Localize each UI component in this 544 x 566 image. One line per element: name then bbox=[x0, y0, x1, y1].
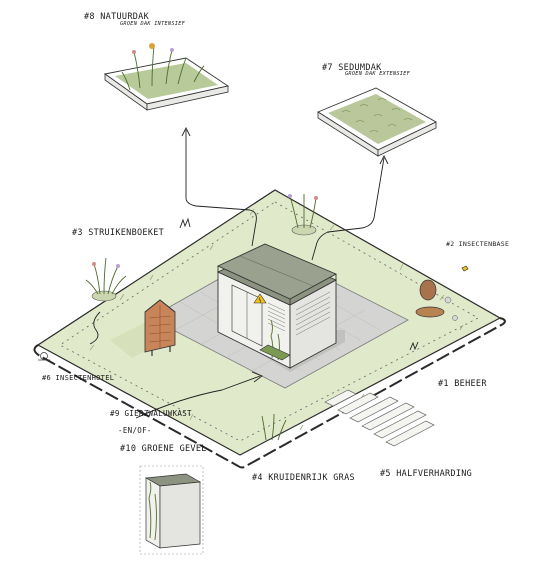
planter-box bbox=[259, 344, 291, 361]
callout-arrows bbox=[89, 126, 389, 419]
label-beheer: #1 BEHEER bbox=[438, 379, 487, 389]
herb-grass-plants bbox=[261, 413, 287, 441]
snail-icon bbox=[38, 352, 50, 361]
label-natuurdak-title: #8 NATUURDAK bbox=[84, 12, 150, 22]
grass-tuft-icon bbox=[179, 217, 191, 229]
bee-icon bbox=[461, 265, 469, 272]
label-struikenboeket: #3 STRUIKENBOEKET bbox=[72, 228, 165, 238]
insect-base bbox=[415, 265, 469, 321]
label-gierzwaluwkast-title: #9 GIERZWALUWKAST bbox=[110, 409, 192, 418]
label-insectenbase: #2 INSECTENBASE bbox=[446, 240, 510, 248]
green-facade-inset bbox=[139, 465, 204, 555]
insect-hotel bbox=[110, 299, 176, 358]
label-natuurdak-sub: GROEN DAK INTENSIEF bbox=[120, 21, 186, 27]
label-sedumdak-title: #7 SEDUMDAK bbox=[322, 63, 382, 73]
label-halfverharding: #5 HALFVERHARDING bbox=[380, 469, 473, 479]
label-sedumdak-sub: GROEN DAK EXTENSIEF bbox=[345, 71, 411, 77]
transformer-building bbox=[216, 243, 345, 372]
label-groene-gevel: #10 GROENE GEVEL bbox=[120, 444, 207, 454]
shrub-bouquet-left bbox=[85, 257, 127, 302]
green-roof-intensive-panel bbox=[103, 43, 230, 111]
semi-paving-slabs bbox=[324, 389, 435, 447]
shrub-bouquet-center bbox=[288, 194, 318, 236]
label-gierzwaluwkast-sub: -EN/OF- bbox=[118, 426, 152, 435]
label-insectenhotel: #6 INSECTENHOTEL bbox=[42, 374, 115, 382]
green-roof-extensive-panel bbox=[317, 87, 437, 157]
label-kruidenrijk-gras: #4 KRUIDENRIJK GRAS bbox=[252, 473, 355, 483]
